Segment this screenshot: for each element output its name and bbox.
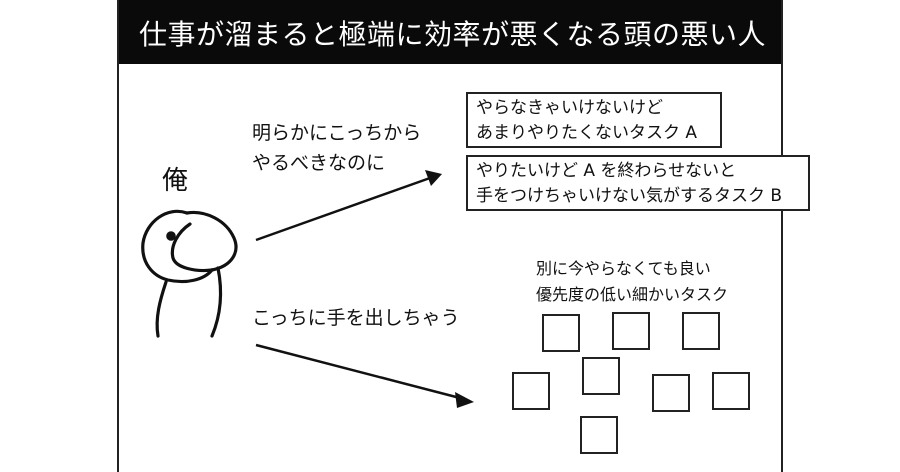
arrow-to-small-tasks [255,343,461,400]
me-label: 俺 [162,166,189,196]
figure-face-inner [170,222,214,273]
should-do-caption: 明らかにこっちから やるべきなのに [252,118,421,178]
actually-do-caption: こっちに手を出しちゃう [252,307,460,329]
should-do-line-2: やるべきなのに [252,152,386,174]
task-a-line-1: やらなきゃいけないけど [476,98,663,118]
small-task-box [682,312,720,350]
arrowhead-upper [425,170,442,186]
task-b-box: やりたいけど A を終わらせないと 手をつけちゃいけない気がするタスク B [466,155,810,211]
page-title: 仕事が溜まると極端に効率が悪くなる頭の悪い人 [139,18,767,51]
title-bar: 仕事が溜まると極端に効率が悪くなる頭の悪い人 [119,0,781,64]
arrow-to-important-tasks [255,176,431,242]
task-a-box: やらなきゃいけないけど あまりやりたくないタスク A [466,92,722,148]
small-tasks-caption: 別に今やらなくても良い 優先度の低い細かいタスク [536,256,728,308]
small-task-box [712,372,750,410]
figure-head [141,209,214,284]
small-task-box [612,312,650,350]
small-task-box [580,416,618,454]
should-do-line-1: 明らかにこっちから [252,122,422,144]
task-b-line-1: やりたいけど A を終わらせないと [476,161,737,181]
small-tasks-line-1: 別に今やらなくても良い [536,259,711,278]
arrowhead-lower [455,392,474,408]
small-tasks-line-2: 優先度の低い細かいタスク [536,285,729,304]
task-a-line-2: あまりやりたくないタスク A [476,123,698,143]
small-task-box [652,374,690,412]
figure-right-leg [210,266,223,338]
small-task-box [542,314,580,352]
comic-frame: 仕事が溜まると極端に効率が悪くなる頭の悪い人 [117,0,783,472]
figure-eye [166,231,176,241]
task-b-line-2: 手をつけちゃいけない気がするタスク B [476,186,783,206]
figure-left-leg [155,280,168,338]
small-task-box [582,357,620,395]
figure-face-outline [185,210,238,272]
small-task-box [512,372,550,410]
